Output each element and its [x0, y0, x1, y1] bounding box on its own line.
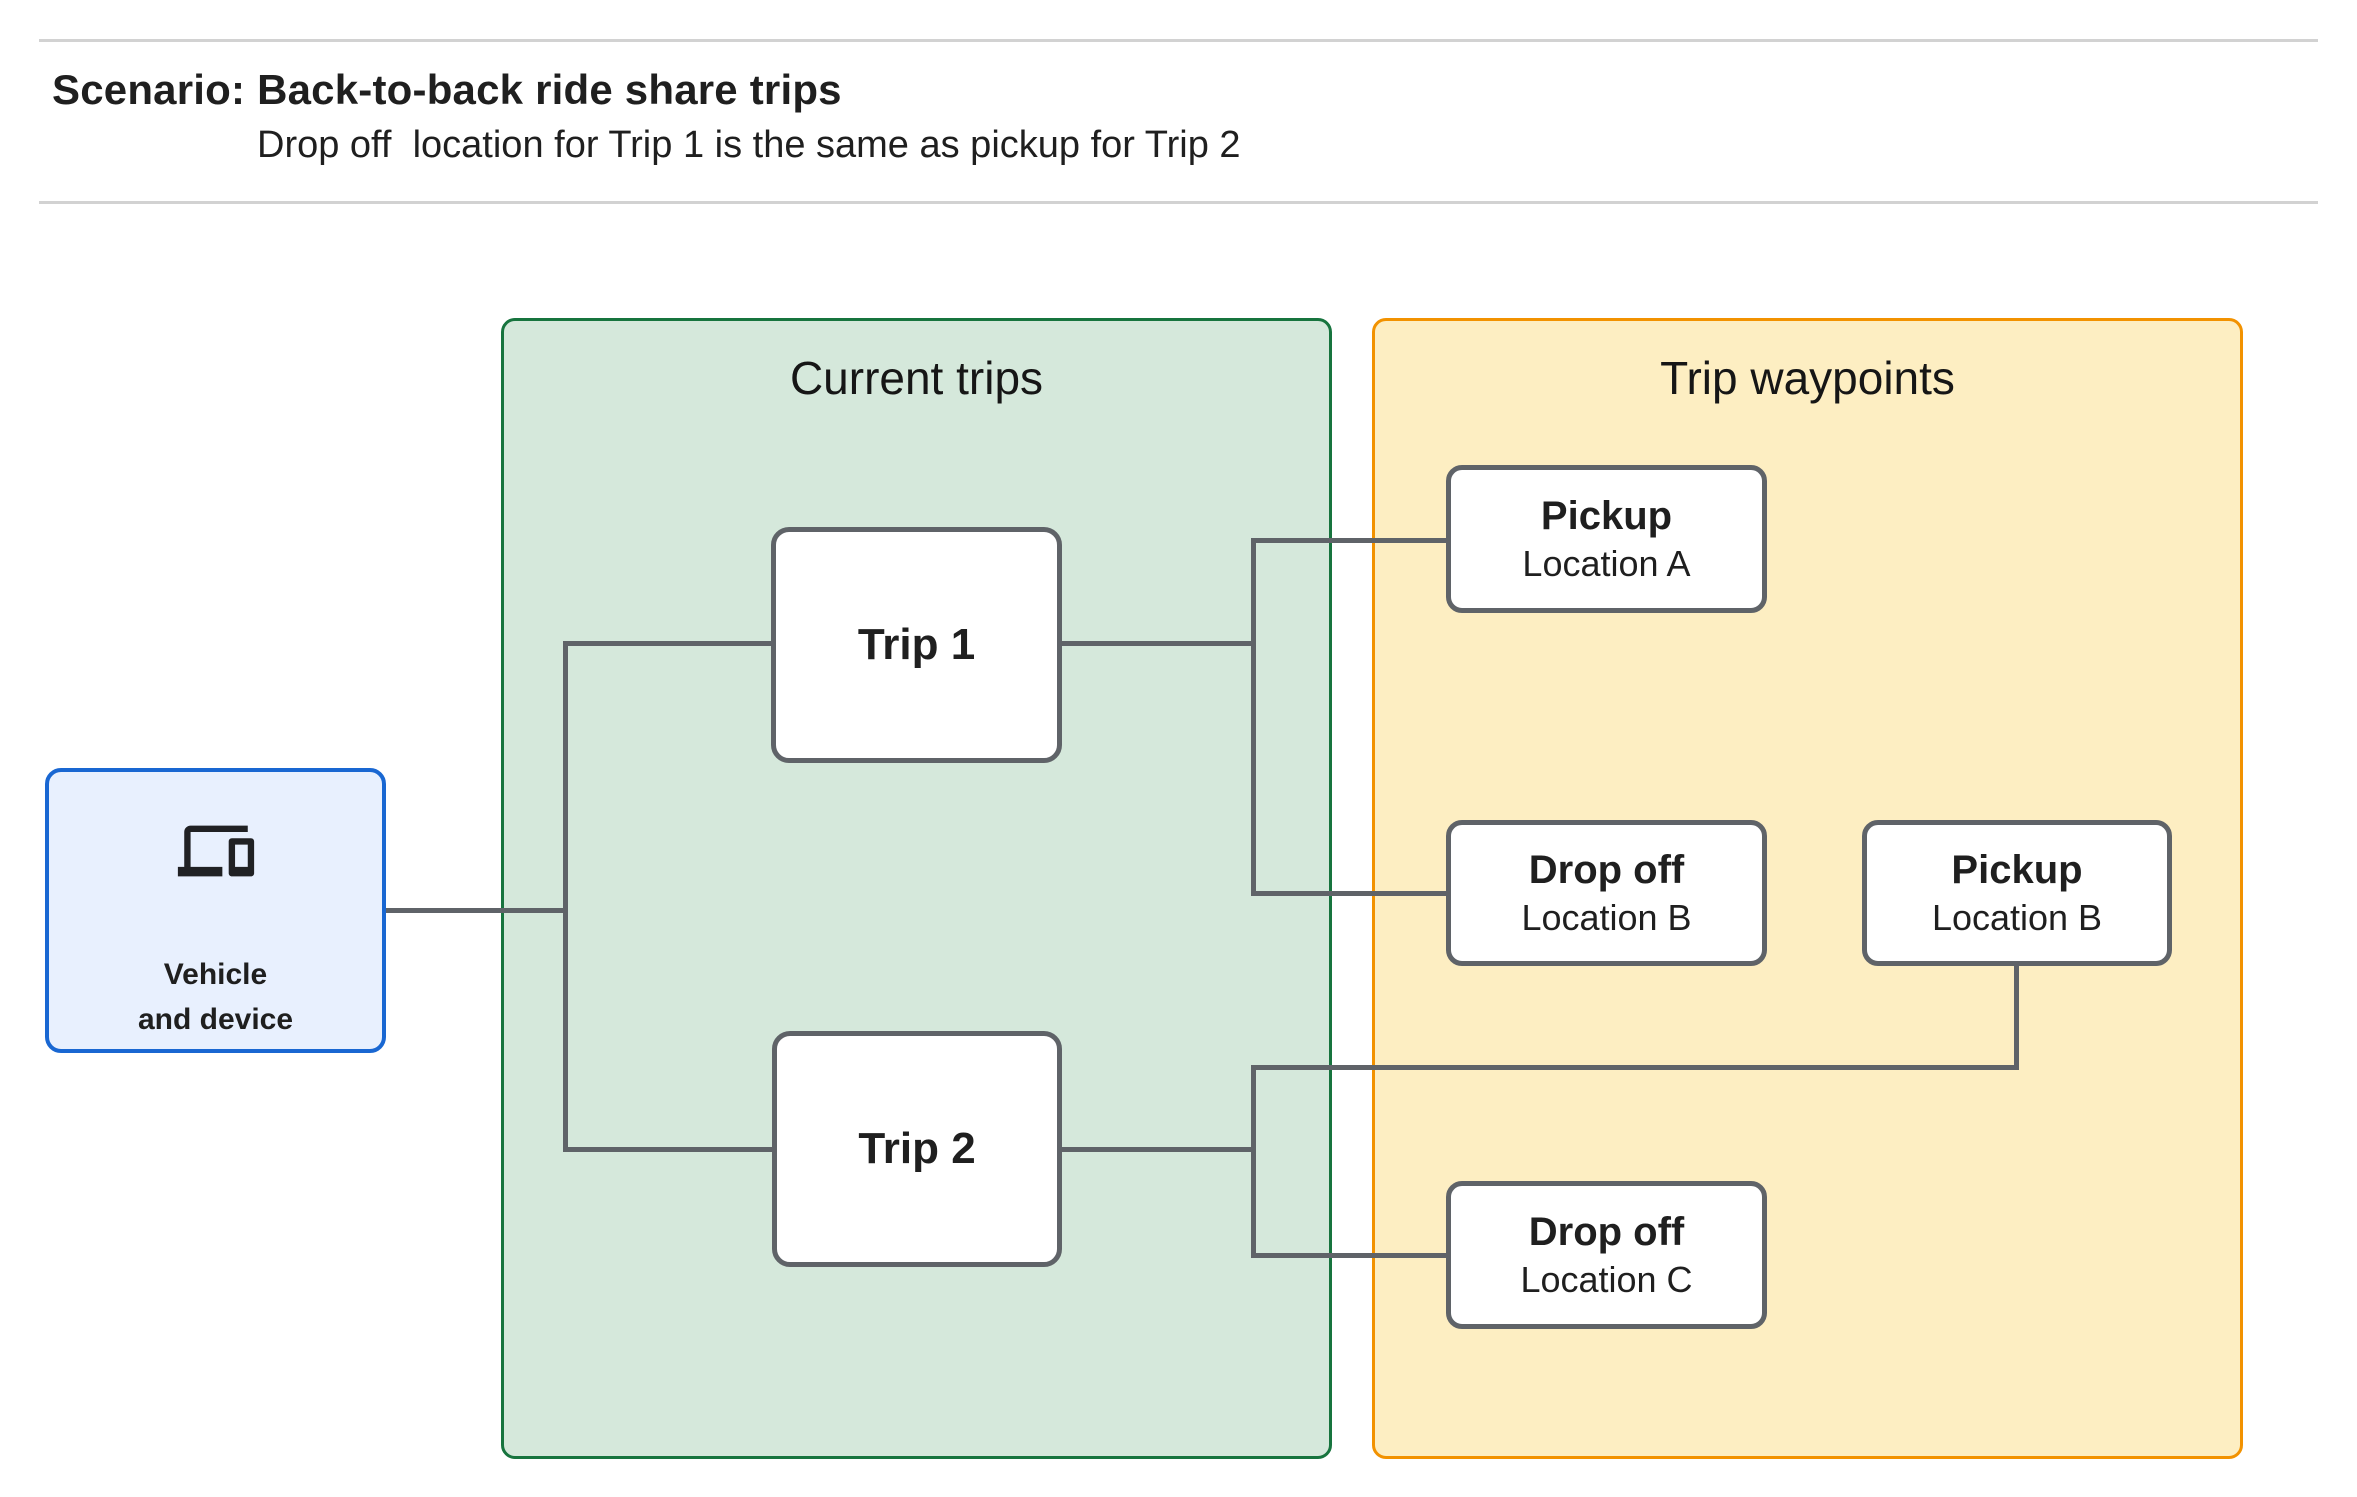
trip-2-label: Trip 2	[858, 1124, 976, 1173]
vehicle-label-line1: Vehicle	[163, 958, 268, 991]
connector-junction-to-trip2	[563, 1147, 772, 1152]
waypoint-subtitle: Location B	[1521, 897, 1692, 939]
vehicle-label-line2: and device	[137, 1003, 294, 1036]
connector-to-pickup-a	[1251, 538, 1448, 543]
vehicle-label: Vehicle and device	[138, 952, 293, 1042]
connector-junction-vertical	[563, 641, 568, 1152]
devices-icon	[177, 825, 254, 877]
waypoint-pickup-location-a: Pickup Location A	[1446, 465, 1767, 613]
connector-to-dropoff-c	[1251, 1253, 1448, 1258]
page-title: Scenario: Back-to-back ride share trips	[52, 66, 842, 113]
connector-junction-to-trip1	[563, 641, 771, 646]
connector-vehicle-to-junction	[386, 908, 567, 913]
connector-from-pickup-b-horizontal	[1251, 1065, 2019, 1070]
connector-trip1-branch-vertical	[1251, 538, 1256, 896]
connector-pickup-b-drop	[2014, 960, 2019, 1070]
trip-waypoints-title: Trip waypoints	[1660, 352, 1955, 404]
vehicle-and-device-node: Vehicle and device	[45, 768, 386, 1053]
current-trips-title: Current trips	[789, 352, 1044, 404]
trip-2-node: Trip 2	[772, 1031, 1062, 1267]
waypoint-subtitle: Location A	[1522, 543, 1691, 585]
waypoint-title: Drop off	[1528, 1210, 1685, 1255]
waypoint-title: Drop off	[1528, 848, 1685, 893]
connector-trip2-out	[1062, 1147, 1253, 1152]
waypoint-pickup-location-b: Pickup Location B	[1862, 820, 2172, 966]
waypoint-subtitle: Location B	[1931, 897, 2103, 939]
trip-1-label: Trip 1	[857, 620, 976, 669]
waypoint-dropoff-location-b: Drop off Location B	[1446, 820, 1767, 966]
connector-trip2-branch-vertical	[1251, 1065, 1256, 1258]
waypoint-subtitle: Location C	[1520, 1259, 1693, 1301]
waypoint-dropoff-location-c: Drop off Location C	[1446, 1181, 1767, 1329]
page-subtitle: Drop off location for Trip 1 is the same…	[257, 124, 1241, 166]
current-trips-container: Current trips	[501, 318, 1332, 1459]
header-divider-bottom	[39, 201, 2318, 204]
connector-to-dropoff-b	[1251, 891, 1448, 896]
trip-1-node: Trip 1	[771, 527, 1062, 763]
waypoint-title: Pickup	[1540, 494, 1673, 539]
waypoint-title: Pickup	[1951, 848, 2083, 893]
connector-trip1-out	[1062, 641, 1256, 646]
header-divider-top	[39, 39, 2318, 42]
